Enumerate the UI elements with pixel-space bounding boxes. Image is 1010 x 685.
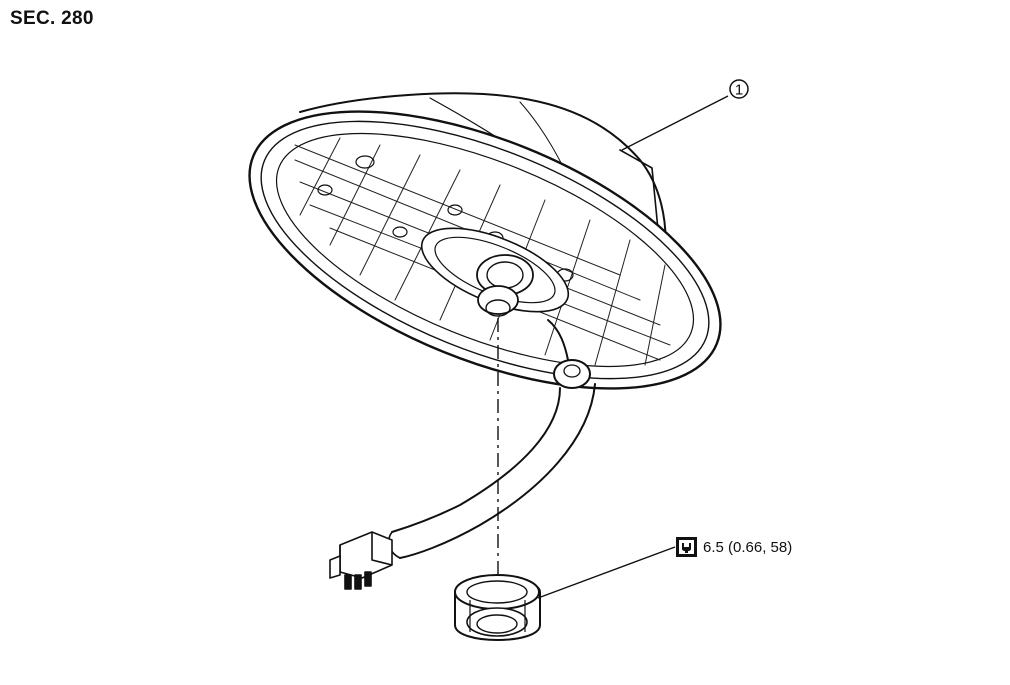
antenna-base-inner [275,132,695,368]
callout-1-leader [621,95,729,151]
antenna-nut [454,574,541,641]
torque-value: 6.5 (0.66, 58) [703,539,792,556]
cable-grommet [553,359,591,389]
antenna-base-rim [260,120,710,380]
callout-1: 1 [729,79,749,99]
callout-1-number: 1 [735,82,743,99]
torque-spec: 6.5 (0.66, 58) [676,537,792,557]
section-title: SEC. 280 [10,8,94,29]
torque-leader [537,546,676,599]
center-boss [420,227,570,317]
antenna-assembly [248,92,722,390]
harness-connector [329,531,393,590]
torque-wrench-icon [676,537,697,557]
antenna-fin-tip [619,149,661,251]
